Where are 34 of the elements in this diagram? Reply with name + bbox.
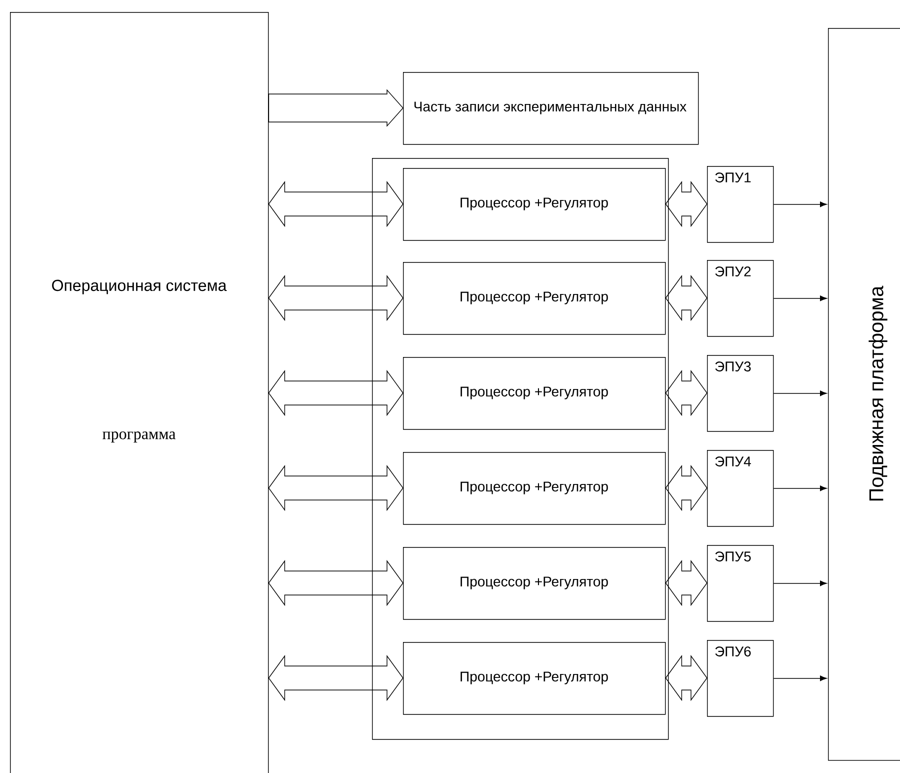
process-box: Процессор +Регулятор [403, 547, 666, 620]
arrow [773, 296, 827, 302]
drive-box: ЭПУ2 [707, 260, 774, 337]
process-box: Процессор +Регулятор [403, 642, 666, 715]
drive-box: ЭПУ3 [707, 355, 774, 432]
platform-box: Подвижная платформа [828, 28, 900, 761]
hollow-arrow [268, 560, 404, 606]
drive-box: ЭПУ4 [707, 450, 774, 527]
hollow-arrow [665, 560, 708, 606]
drive-box: ЭПУ6 [707, 640, 774, 717]
record-box: Часть записи экспериментальных данных [403, 72, 699, 145]
group-frame [372, 158, 669, 740]
system-box: Операционная система программа [10, 12, 269, 773]
hollow-arrow [268, 654, 404, 702]
hollow-arrow [268, 180, 404, 228]
arrow [773, 202, 827, 208]
hollow-arrow [665, 464, 708, 512]
drive-box: ЭПУ5 [707, 545, 774, 622]
hollow-arrow [268, 464, 404, 512]
hollow-arrow [665, 370, 708, 416]
process-box: Процессор +Регулятор [403, 357, 666, 430]
arrow [773, 580, 827, 586]
hollow-arrow [665, 274, 708, 322]
hollow-arrow [268, 370, 404, 416]
arrow [773, 486, 827, 492]
arrow [773, 390, 827, 396]
arrow [773, 676, 827, 682]
hollow-arrow [665, 180, 708, 228]
drive-box: ЭПУ1 [707, 166, 774, 243]
hollow-arrow [268, 274, 404, 322]
process-box: Процессор +Регулятор [403, 452, 666, 525]
process-box: Процессор +Регулятор [403, 262, 666, 335]
hollow-arrow [665, 654, 708, 702]
process-box: Процессор +Регулятор [403, 168, 666, 241]
